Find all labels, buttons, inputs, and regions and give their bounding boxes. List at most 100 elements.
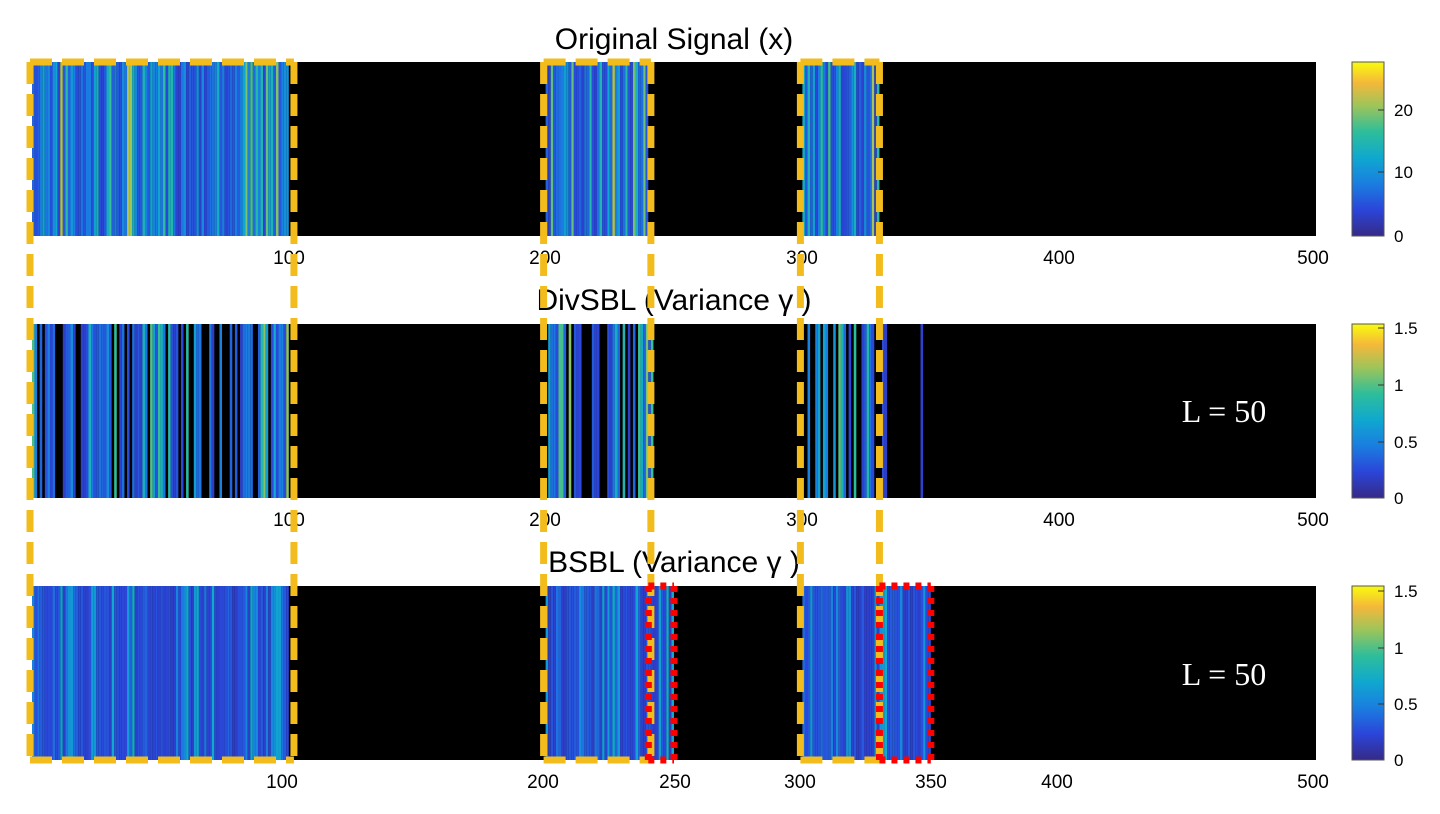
- heatmap-column: [838, 62, 841, 236]
- heatmap-column: [638, 62, 641, 236]
- heatmap-column: [627, 62, 631, 236]
- x-tick-label: 500: [1297, 248, 1329, 269]
- heatmap-column: [571, 586, 574, 760]
- heatmap-column: [861, 324, 865, 498]
- heatmap-column: [106, 62, 110, 236]
- heatmap-column: [899, 586, 903, 760]
- heatmap-column: [224, 62, 228, 236]
- heatmap-column: [635, 586, 639, 760]
- heatmap-column: [96, 586, 99, 760]
- heatmap-column: [88, 324, 92, 498]
- heatmap-column: [150, 62, 153, 236]
- heatmap-column: [237, 62, 241, 236]
- heatmap-column: [116, 62, 120, 236]
- heatmap-column: [568, 62, 572, 236]
- heatmap-column: [250, 324, 253, 498]
- heatmap-column: [229, 586, 233, 760]
- heatmap-column: [573, 62, 577, 236]
- heatmap-column: [833, 586, 836, 760]
- heatmap-column: [815, 586, 818, 760]
- heatmap-column: [196, 324, 199, 498]
- heatmap-column: [160, 62, 163, 236]
- heatmap-column: [211, 324, 215, 498]
- heatmap-column: [250, 586, 253, 760]
- heatmap-column: [555, 586, 559, 760]
- heatmap-column: [165, 62, 169, 236]
- heatmap-column: [127, 62, 130, 236]
- heatmap-column: [861, 62, 865, 236]
- heatmap-column: [571, 62, 574, 236]
- heatmap-column: [561, 324, 564, 498]
- heatmap-column: [101, 586, 104, 760]
- heatmap-column: [550, 586, 554, 760]
- heatmap-column: [37, 62, 40, 236]
- heatmap-column: [70, 586, 74, 760]
- heatmap-column: [234, 324, 238, 498]
- heatmap-column: [129, 586, 133, 760]
- heatmap-column: [263, 586, 266, 760]
- heatmap-column: [645, 62, 649, 236]
- panel-title-divsbl: DivSBL (Variance γ ): [536, 284, 811, 317]
- heatmap-column: [186, 324, 189, 498]
- heatmap-column: [558, 586, 562, 760]
- heatmap-column: [101, 324, 104, 498]
- heatmap-column: [73, 586, 76, 760]
- heatmap-column: [820, 586, 823, 760]
- heatmap-column: [162, 324, 166, 498]
- heatmap-column: [85, 324, 89, 498]
- colorbar-bsbl: 1.5 1 0.5 0: [1351, 582, 1418, 770]
- heatmap-column: [617, 586, 621, 760]
- heatmap-column: [596, 586, 600, 760]
- heatmap-column: [245, 586, 248, 760]
- heatmap-column: [820, 62, 823, 236]
- heatmap-column: [155, 586, 158, 760]
- heatmap-column: [91, 586, 94, 760]
- heatmap-column: [73, 62, 76, 236]
- heatmap-column: [573, 586, 577, 760]
- heatmap-column: [134, 62, 138, 236]
- heatmap-column: [612, 62, 615, 236]
- heatmap-column: [101, 62, 104, 236]
- heatmap-column: [242, 62, 246, 236]
- heatmap-column: [65, 62, 68, 236]
- heatmap-column: [227, 62, 230, 236]
- heatmap-column: [614, 62, 618, 236]
- heatmap-column: [49, 586, 53, 760]
- heatmap-column: [617, 324, 621, 498]
- heatmap-column: [137, 62, 140, 236]
- heatmap-column: [139, 586, 143, 760]
- heatmap-column: [150, 586, 153, 760]
- heatmap-column: [34, 586, 38, 760]
- heatmap-column: [180, 62, 184, 236]
- heatmap-column: [214, 62, 217, 236]
- heatmap-column: [643, 324, 646, 498]
- heatmap-column: [838, 586, 841, 760]
- heatmap-column: [561, 62, 564, 236]
- heatmap-column: [553, 324, 556, 498]
- heatmap-column: [822, 62, 826, 236]
- heatmap-column: [275, 324, 279, 498]
- heatmap-column: [55, 586, 58, 760]
- heatmap-column: [270, 586, 274, 760]
- heatmap-column: [232, 62, 235, 236]
- heatmap-column: [278, 324, 282, 498]
- heatmap-column: [121, 324, 125, 498]
- heatmap-column: [67, 324, 71, 498]
- heatmap-column: [103, 586, 107, 760]
- heatmap-column: [828, 62, 831, 236]
- heatmap-column: [80, 586, 84, 760]
- heatmap-column: [260, 62, 264, 236]
- heatmap-column: [240, 586, 243, 760]
- colorbar-divsbl-bar: [1351, 323, 1385, 499]
- colorbar-tick-label: 20: [1394, 101, 1413, 120]
- heatmap-column: [871, 586, 875, 760]
- heatmap-column: [34, 324, 38, 498]
- heatmap-column: [602, 586, 605, 760]
- heatmap-column: [252, 62, 256, 236]
- heatmap-column: [625, 586, 628, 760]
- heatmap-column: [247, 586, 251, 760]
- heatmap-column: [114, 324, 117, 498]
- heatmap-column: [596, 324, 600, 498]
- heatmap-column: [162, 62, 166, 236]
- heatmap-column: [876, 62, 880, 236]
